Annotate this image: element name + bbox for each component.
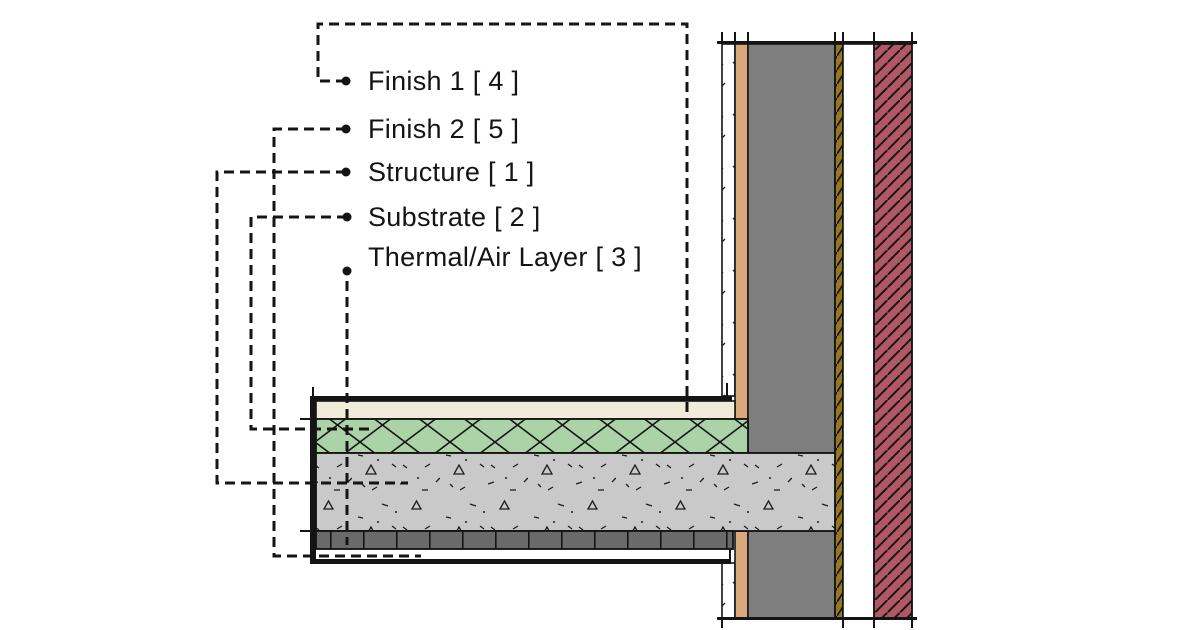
wall-assembly: [721, 43, 913, 620]
leader-dot-finish1: [341, 76, 351, 86]
floor-left-edge-line: [310, 396, 316, 564]
floor-structure-speckle-texture: [316, 453, 835, 531]
wall-layer-cavity: [842, 43, 875, 620]
wall-plaster-speckle-texture: [722, 563, 735, 619]
legend-item-substrate: Substrate [ 2 ]: [368, 202, 541, 232]
leader-dot-thermal: [342, 266, 352, 276]
leader-dot-substrate: [342, 212, 352, 222]
wall-membrane-hatch-texture: [835, 44, 843, 619]
leader-dots: [341, 76, 352, 276]
wall-layer-tan-upper: [734, 43, 749, 420]
floor-layer-finish1: [315, 400, 736, 420]
floor-finish2-end-line: [729, 549, 731, 561]
floor-bottom-line: [310, 559, 731, 564]
leader-lines: [215, 22, 689, 558]
leader-finish2: [272, 127, 421, 558]
wall-layer-core-upper: [747, 43, 836, 454]
legend-item-thermal: Thermal/Air Layer [ 3 ]: [368, 242, 642, 272]
legend-item-structure: Structure [ 1 ]: [368, 157, 535, 187]
leader-finish1: [316, 22, 689, 413]
floor-thermal-joint-texture: [316, 531, 733, 549]
wall-brick-hatch-texture: [874, 44, 912, 619]
wall-reference-lines: [717, 32, 917, 628]
leader-structure: [215, 170, 408, 485]
leader-dot-structure: [341, 167, 351, 177]
wall-layer-core-lower: [747, 530, 836, 620]
leader-dot-finish2: [341, 124, 351, 134]
floor-top-line: [310, 396, 732, 401]
wall-layer-tan-lower: [734, 530, 749, 620]
legend-item-finish1: Finish 1 [ 4 ]: [368, 66, 520, 96]
leader-substrate: [249, 215, 374, 431]
floor-substrate-crosshatch-texture: [316, 419, 748, 453]
wall-bottom-line: [717, 617, 917, 620]
floor-assembly: [315, 400, 836, 550]
wall-plaster-speckle-texture: [722, 44, 735, 396]
legend-item-finish2: Finish 2 [ 5 ]: [368, 114, 520, 144]
wall-top-line: [717, 41, 917, 44]
floor-reference-lines: [300, 383, 732, 564]
